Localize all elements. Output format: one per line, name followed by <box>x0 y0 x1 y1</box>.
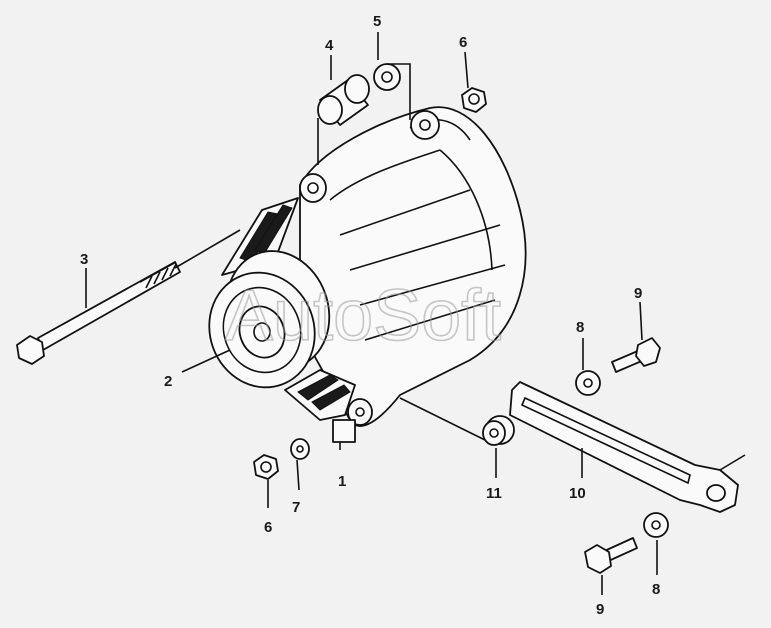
bolt-9-top <box>611 337 661 373</box>
adjusting-bracket <box>509 381 739 513</box>
callout-3: 3 <box>80 251 88 268</box>
spacer-sleeve <box>317 74 370 126</box>
washer-8-bottom <box>643 512 669 538</box>
washer-5 <box>373 63 401 91</box>
callout-9-top: 9 <box>634 285 642 302</box>
callout-6-bottom: 6 <box>264 519 272 536</box>
leader-lines <box>85 32 746 595</box>
callout-6-top: 6 <box>459 34 467 51</box>
callout-7: 7 <box>292 499 300 516</box>
callout-4: 4 <box>325 37 334 54</box>
callout-8-bottom: 8 <box>652 581 660 598</box>
spacer-11 <box>482 415 515 446</box>
washer-8-top <box>575 370 601 396</box>
nut-top <box>461 87 487 113</box>
watermark: AutoSoft <box>225 276 501 356</box>
callout-5: 5 <box>373 13 381 30</box>
bolt-9-bottom <box>584 537 638 574</box>
nut-bottom <box>253 454 279 480</box>
callout-9-bottom: 9 <box>596 601 604 618</box>
callout-8-top: 8 <box>576 319 584 336</box>
pulley <box>208 250 331 389</box>
washer-7 <box>290 438 310 460</box>
alternator-body <box>299 106 527 427</box>
callout-10: 10 <box>569 485 586 502</box>
long-bolt <box>16 229 241 365</box>
callout-11: 11 <box>486 485 502 502</box>
callout-1: 1 <box>338 473 346 490</box>
callout-2: 2 <box>164 373 172 390</box>
